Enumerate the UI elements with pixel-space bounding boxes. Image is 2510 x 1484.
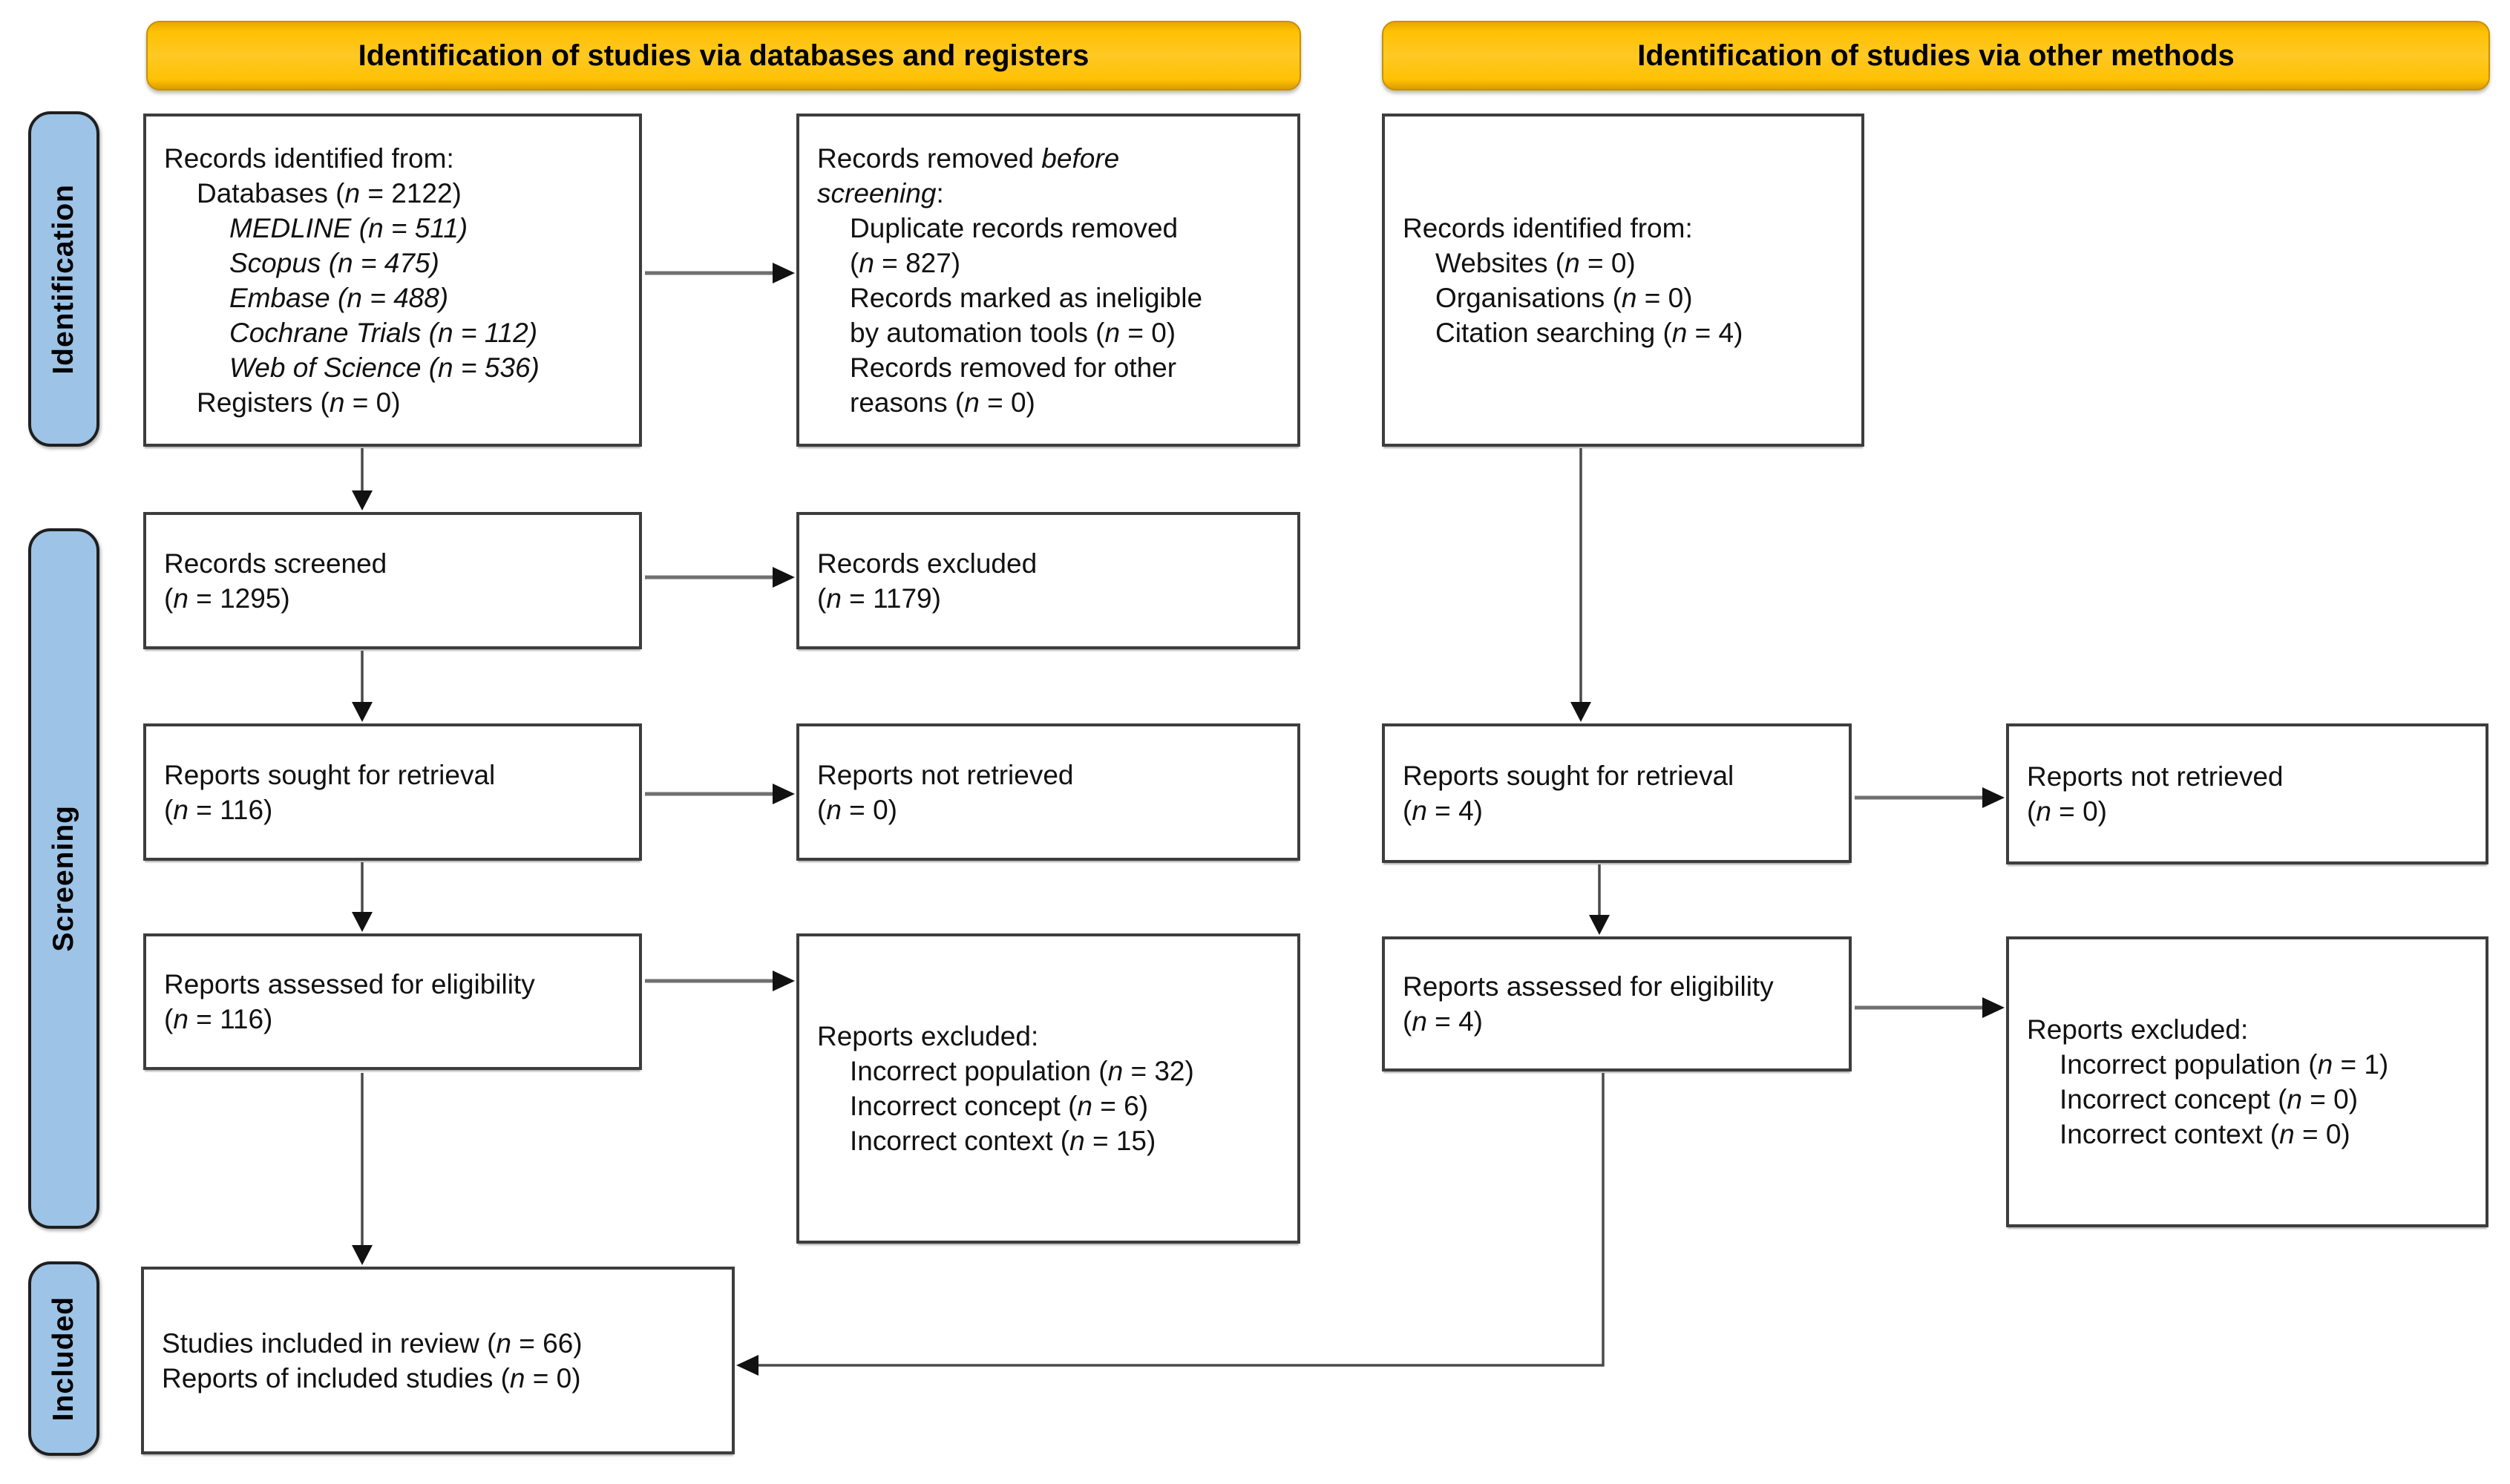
box-text-line: (n = 4) bbox=[1403, 795, 1483, 826]
stage-label-included: Included bbox=[28, 1261, 99, 1456]
stage-label-identification: Identification bbox=[28, 111, 99, 447]
banner-identification-databases: Identification of studies via databases … bbox=[146, 21, 1301, 91]
box-text-line: Reports sought for retrieval bbox=[164, 759, 496, 790]
box-text-line: Records identified from: bbox=[164, 142, 454, 174]
banner-identification-other-methods: Identification of studies via other meth… bbox=[1382, 21, 2490, 91]
box-text-line: Records marked as ineligible bbox=[850, 282, 1203, 313]
stage-label-screening: Screening bbox=[28, 528, 99, 1229]
box-text-line: screening: bbox=[817, 177, 944, 209]
box-text-line: Web of Science (n = 536) bbox=[229, 352, 540, 383]
arrow-identified-to-screened bbox=[352, 448, 373, 510]
box-text-line: by automation tools (n = 0) bbox=[850, 317, 1176, 348]
box-reports-sought-other-methods: Reports sought for retrieval (n = 4) bbox=[1382, 723, 1852, 863]
box-text-line: Records removed for other bbox=[850, 352, 1177, 383]
box-text-line: (n = 0) bbox=[817, 794, 897, 825]
box-text-line: Reports not retrieved bbox=[2027, 761, 2284, 792]
box-text-line: Records screened bbox=[164, 548, 387, 579]
box-records-excluded: Records excluded(n = 1179) bbox=[796, 512, 1300, 649]
box-text-line: Duplicate records removed bbox=[850, 212, 1179, 243]
stage-label-screening-text: Screening bbox=[47, 805, 79, 952]
box-text-line: reasons (n = 0) bbox=[850, 387, 1035, 418]
box-text-line: Reports excluded: bbox=[817, 1021, 1039, 1051]
box-reports-not-retrieved-other-methods: Reports not retrieved (n = 0) bbox=[2006, 723, 2488, 864]
banner-other-label: Identification of studies via other meth… bbox=[1637, 39, 2235, 72]
box-text-line: Organisations (n = 0) bbox=[1435, 282, 1693, 313]
box-reports-assessed-databases: Reports assessed for eligibility (n = 116… bbox=[143, 933, 642, 1070]
arrow-other-assessed-to-excluded bbox=[1855, 997, 2005, 1018]
arrow-identified-to-removed bbox=[645, 263, 795, 283]
arrow-assessed-to-included bbox=[352, 1073, 373, 1265]
box-text-line: (n = 827) bbox=[850, 247, 961, 278]
arrow-screened-to-excluded bbox=[645, 567, 795, 588]
box-text-line: Incorrect concept (n = 6) bbox=[850, 1091, 1149, 1121]
box-text-line: Reports assessed for eligibility bbox=[164, 969, 535, 999]
box-text-line: (n = 116) bbox=[164, 794, 273, 825]
box-studies-included-in-review: Studies included in review (n = 66)Repor… bbox=[141, 1267, 735, 1454]
arrow-assessed-to-excluded bbox=[645, 971, 795, 991]
box-text-line: Reports excluded: bbox=[2027, 1014, 2249, 1045]
stage-label-identification-text: Identification bbox=[47, 183, 79, 375]
box-text-line: Registers (n = 0) bbox=[197, 387, 401, 418]
box-text-line: (n = 4) bbox=[1403, 1006, 1483, 1037]
box-text-line: Scopus (n = 475) bbox=[229, 247, 439, 278]
box-text-line: Cochrane Trials (n = 112) bbox=[229, 317, 538, 348]
box-text-line: (n = 1179) bbox=[817, 582, 941, 614]
box-reports-not-retrieved-databases: Reports not retrieved (n = 0) bbox=[796, 723, 1300, 861]
box-text-line: Studies included in review (n = 66) bbox=[162, 1327, 583, 1359]
arrow-sought-to-not-retrieved bbox=[645, 784, 795, 804]
box-text-line: Citation searching (n = 4) bbox=[1435, 317, 1743, 348]
box-text-line: Incorrect population (n = 32) bbox=[850, 1056, 1194, 1086]
box-text-line: Incorrect concept (n = 0) bbox=[2060, 1084, 2359, 1114]
box-text-line: Records identified from: bbox=[1403, 212, 1693, 243]
box-text-line: Reports of included studies (n = 0) bbox=[162, 1362, 581, 1393]
box-reports-excluded-other-methods: Reports excluded: Incorrect population (n… bbox=[2006, 936, 2488, 1227]
box-text-line: (n = 116) bbox=[164, 1004, 273, 1034]
arrow-other-sought-to-assessed bbox=[1589, 864, 1610, 935]
box-text-line: Records removed before bbox=[817, 142, 1120, 174]
box-text-line: Incorrect context (n = 0) bbox=[2060, 1119, 2350, 1149]
box-records-identified-databases: Records identified from:Databases (n = 2… bbox=[143, 114, 642, 447]
box-records-identified-other-methods: Records identified from: Websites (n = 0)… bbox=[1382, 114, 1864, 447]
banner-databases-label: Identification of studies via databases … bbox=[358, 39, 1089, 72]
box-text-line: Embase (n = 488) bbox=[229, 282, 449, 313]
box-records-screened: Records screened(n = 1295) bbox=[143, 512, 642, 649]
arrow-screened-to-sought bbox=[352, 651, 373, 722]
box-text-line: MEDLINE (n = 511) bbox=[229, 212, 468, 243]
box-text-line: (n = 1295) bbox=[164, 582, 290, 614]
box-text-line: Websites (n = 0) bbox=[1435, 247, 1636, 278]
arrow-other-sought-to-not-retrieved bbox=[1855, 787, 2005, 808]
box-reports-assessed-other-methods: Reports assessed for eligibility (n = 4) bbox=[1382, 936, 1852, 1071]
arrow-sought-to-assessed bbox=[352, 862, 373, 932]
box-text-line: Databases (n = 2122) bbox=[197, 177, 462, 209]
stage-label-included-text: Included bbox=[47, 1296, 79, 1422]
arrow-other-identified-to-sought bbox=[1570, 448, 1591, 722]
box-text-line: Incorrect context (n = 15) bbox=[850, 1126, 1156, 1156]
box-text-line: Records excluded bbox=[817, 548, 1038, 579]
box-text-line: (n = 0) bbox=[2027, 796, 2107, 827]
box-text-line: Reports assessed for eligibility bbox=[1403, 971, 1774, 1002]
box-text-line: Reports sought for retrieval bbox=[1403, 761, 1734, 791]
box-text-line: Reports not retrieved bbox=[817, 759, 1074, 790]
box-reports-excluded-databases: Reports excluded: Incorrect population (n… bbox=[796, 933, 1300, 1244]
box-text-line: Incorrect population (n = 1) bbox=[2060, 1049, 2389, 1080]
box-reports-sought-databases: Reports sought for retrieval (n = 116) bbox=[143, 723, 642, 861]
